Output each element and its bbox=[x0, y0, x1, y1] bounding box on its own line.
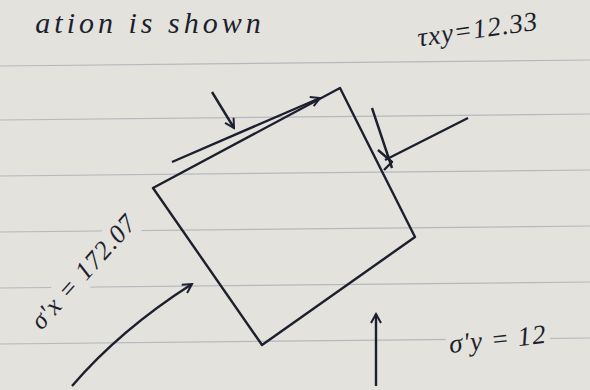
leader-arrow bbox=[72, 284, 192, 386]
force-arrow bbox=[212, 92, 234, 128]
normal-arrow bbox=[375, 314, 377, 386]
stress-value: σ'x = 172.07 bbox=[23, 207, 145, 338]
ruled-lines bbox=[0, 60, 590, 344]
note-text: ation is shown bbox=[32, 6, 267, 39]
rule-line bbox=[0, 226, 590, 232]
stress-value: τxy=12.33 bbox=[413, 6, 543, 53]
normal-line bbox=[385, 118, 468, 160]
stress-value: σ'y = 12 bbox=[445, 320, 551, 360]
rule-line bbox=[0, 114, 590, 120]
rule-line bbox=[0, 170, 590, 176]
tick-mark bbox=[378, 150, 392, 170]
rotated-square bbox=[153, 88, 415, 345]
rule-line bbox=[0, 60, 590, 66]
shear-arrow bbox=[172, 98, 320, 162]
